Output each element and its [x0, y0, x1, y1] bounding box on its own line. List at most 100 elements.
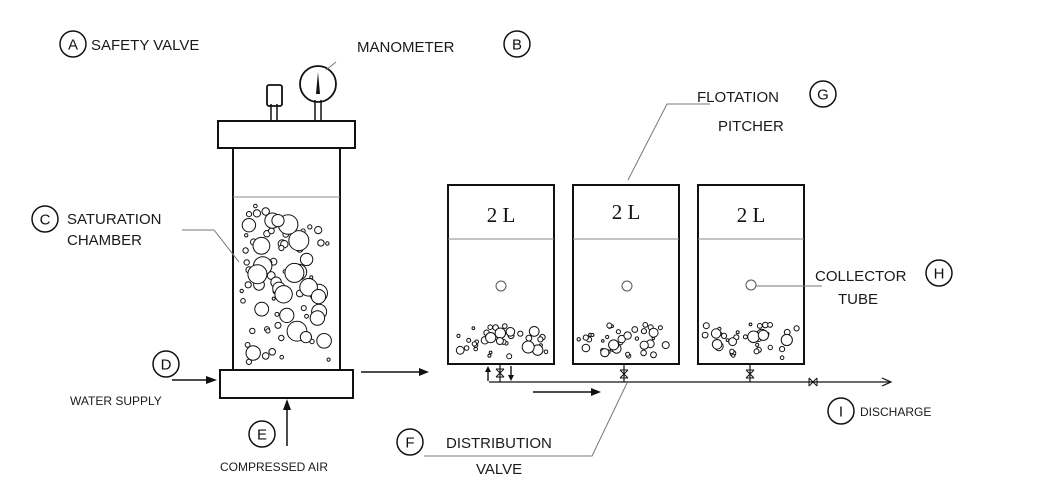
bubble	[648, 327, 659, 338]
bubble	[249, 327, 256, 335]
bubble	[731, 353, 736, 358]
manometer-needle	[316, 72, 320, 94]
bubble	[274, 311, 280, 317]
letter-f-circle	[396, 428, 424, 456]
discharge-valve-icon	[808, 377, 818, 387]
bubble	[720, 332, 728, 339]
bubble	[701, 331, 709, 339]
bubble	[779, 346, 786, 353]
bubble	[793, 325, 800, 332]
bubble	[525, 334, 533, 342]
bubble	[274, 321, 282, 329]
letter-c: C	[40, 212, 51, 229]
bubble	[779, 355, 785, 361]
bubble	[634, 336, 640, 341]
distribution-label: DISTRIBUTION	[446, 435, 552, 452]
bubble	[755, 342, 760, 347]
flow-arrow-icon	[419, 368, 429, 376]
bubble	[608, 339, 620, 351]
bubble	[780, 333, 793, 347]
bubble	[326, 357, 331, 362]
bubble	[748, 322, 753, 327]
letter-b-circle	[503, 30, 531, 58]
chamber-lid	[217, 120, 356, 149]
bubble	[495, 337, 504, 345]
valve-icon	[495, 368, 505, 378]
bubble	[487, 353, 492, 358]
jar-bubbles	[455, 323, 549, 360]
bubble	[642, 322, 649, 328]
bubble	[244, 233, 249, 238]
bubble	[702, 322, 710, 330]
letter-d-circle	[152, 350, 180, 378]
bubble	[729, 348, 735, 355]
bubble	[240, 298, 246, 304]
bubble	[242, 247, 249, 254]
safety-valve	[266, 84, 283, 121]
bubble	[325, 241, 330, 246]
collector-tube-port	[495, 280, 507, 292]
bubble	[314, 226, 323, 235]
bubble	[299, 252, 314, 267]
saturation-chamber	[217, 120, 356, 399]
letter-a: A	[68, 37, 78, 54]
bubble	[640, 328, 648, 335]
letter-f: F	[405, 435, 414, 452]
water-supply-arrow-icon	[206, 376, 217, 384]
bubble	[485, 332, 497, 344]
discharge-label: DISCHARGE	[860, 405, 931, 419]
arrow-down-icon	[508, 375, 514, 381]
bubble	[254, 301, 270, 317]
bubble	[505, 327, 516, 337]
bubble	[601, 339, 605, 343]
bubble	[521, 340, 535, 354]
chamber-label: CHAMBER	[67, 232, 142, 249]
bubble	[576, 337, 581, 342]
letter-e: E	[257, 427, 267, 444]
letter-g-circle	[809, 80, 837, 108]
bubble	[300, 305, 307, 312]
letter-h: H	[934, 266, 945, 283]
bubble	[735, 330, 740, 335]
manometer	[299, 65, 337, 121]
bubble	[279, 307, 295, 323]
bubble	[590, 333, 595, 337]
bubble	[455, 345, 465, 355]
bubble	[711, 339, 723, 350]
jar-volume-label: 2 L	[487, 203, 516, 227]
bubble	[487, 324, 494, 331]
bubble	[456, 333, 461, 338]
bubble	[247, 264, 268, 285]
flotation-pitcher-1: 2 L	[447, 184, 555, 365]
bubble	[265, 328, 271, 334]
bubble	[657, 325, 663, 331]
bubble	[661, 341, 670, 350]
bubble	[241, 218, 257, 233]
flotation-label: FLOTATION	[697, 89, 779, 106]
jar-bubbles	[701, 321, 800, 361]
bubble	[252, 236, 271, 255]
valve-icon	[745, 369, 755, 379]
jar-volume-label: 2 L	[612, 200, 641, 224]
bubble	[309, 310, 326, 326]
bubble	[528, 326, 540, 337]
letter-d: D	[161, 357, 172, 374]
flotation-pitcher-2: 2 L	[572, 184, 680, 365]
bubble	[650, 351, 657, 359]
bubble	[244, 342, 251, 348]
jar-bubbles	[576, 322, 670, 359]
bubble	[502, 323, 508, 329]
bubble	[279, 354, 285, 360]
bubble	[625, 351, 631, 357]
bubble	[517, 330, 524, 337]
collector-tube-port	[745, 279, 757, 291]
pitcher-label: PITCHER	[718, 118, 784, 135]
bubble	[494, 327, 506, 339]
bubble	[466, 337, 472, 343]
bubble	[471, 326, 476, 331]
bubble	[631, 326, 639, 333]
bubble	[471, 341, 478, 347]
bubble	[310, 289, 327, 305]
bubble	[728, 337, 737, 347]
discharge-arrow-icon	[881, 377, 893, 387]
